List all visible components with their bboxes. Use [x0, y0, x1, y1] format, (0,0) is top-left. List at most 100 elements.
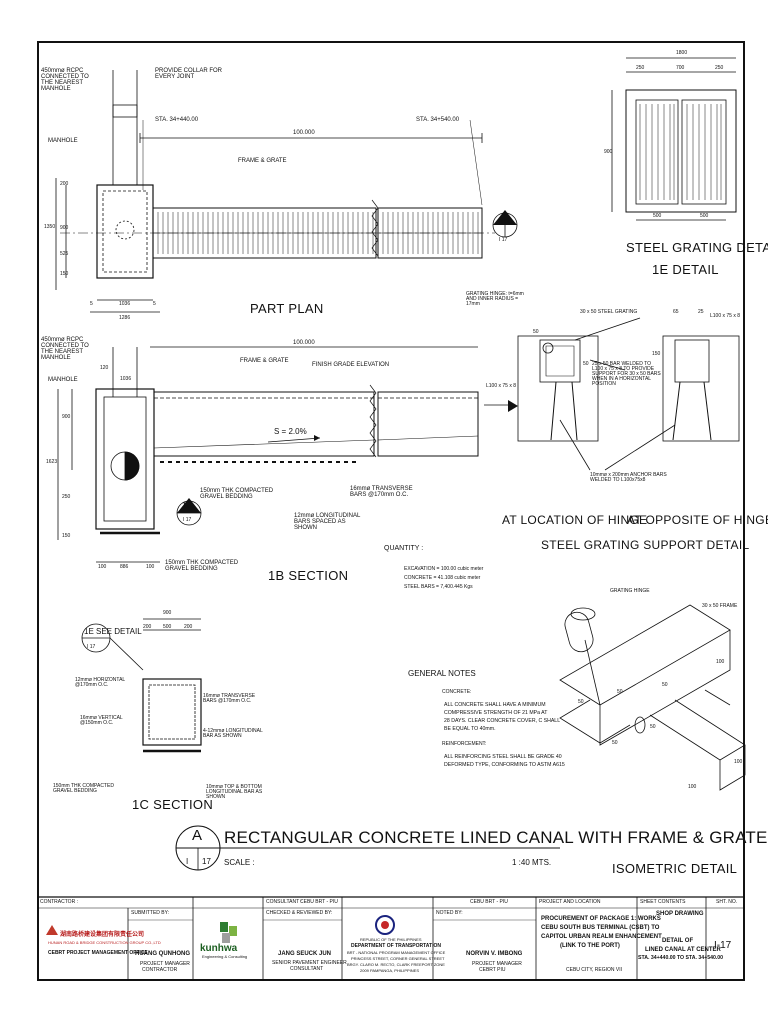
tb-checked-name: JANG SEUCK JUN [278, 951, 332, 957]
tb-noted-role-1: PROJECT MANAGER [472, 961, 522, 967]
title-block-grid [37, 896, 745, 981]
plan-dim-length: 100.000 [293, 130, 315, 136]
tb-project-line-2: CEBU SOUTH BUS TERMINAL (CSBT) TO [541, 925, 660, 931]
tb-sheet-no: I-17 [714, 940, 732, 951]
section-1b-linework [57, 346, 518, 563]
sec1c-dim-900: 900 [163, 610, 172, 616]
tb-consultant-logo-sub: Engineering & Consulting [202, 954, 248, 959]
main-title-letter: A [192, 827, 203, 844]
tb-contents-line-2: LINED CANAL AT CENTER [645, 947, 721, 953]
iso-dim-4: 100 [716, 659, 725, 665]
tb-submitted-role-1: PROJECT MANAGER [140, 961, 190, 967]
tb-checked-role-2: CONSULTANT [290, 966, 324, 972]
sec1c-callout-horizontal: 12mmø HORIZONTAL @170mm O.C. [75, 677, 126, 688]
tb-dotr-line-6: 2009 PAMPANGA, PHILIPPINES [360, 968, 419, 973]
steel-grating-linework [611, 57, 737, 221]
support-dim-150: 150 [652, 351, 661, 357]
sec1b-dim-886: 886 [120, 564, 129, 570]
tb-contractor-name-cn: 湖南路桥建设集团有限责任公司 [60, 932, 145, 938]
support-dim-50b: 50 [583, 361, 589, 367]
sec1b-slope: S = 2.0% [274, 427, 307, 436]
steel-grating-title: STEEL GRATING DETAIL [626, 240, 768, 255]
tb-project-line-3: CAPITOL URBAN REALM ENHANCEMENT [541, 934, 662, 940]
tb-consultant-unit: CEBU BRT - PIU [300, 899, 338, 905]
quantity-concrete: CONCRETE = 41.108 cubic meter [404, 575, 481, 581]
sec1b-dim-900: 900 [62, 414, 71, 420]
tb-noted-role-2: CEBRT PIU [479, 967, 506, 973]
sec1c-see-detail: 1E SEE DETAIL [84, 627, 142, 636]
notes-reinf-heading: REINFORCEMENT: [442, 741, 487, 747]
grating-dim-250b: 250 [715, 65, 724, 71]
quantity-excavation: EXCAVATION = 100.00 cubic meter [404, 566, 484, 572]
support-callout-hinge: GRATING HINGE: t=6mm AND INNER RADIUS = … [466, 291, 524, 307]
grating-dim-500b: 500 [700, 213, 709, 219]
sec1c-callout-longitudinal: 4-12mmø LONGITUDINAL BAR AS SHOWN [203, 728, 263, 739]
support-detail-linework [517, 317, 740, 471]
plan-callout-sta-end: STA. 34+540.00 [416, 117, 460, 123]
support-callout-angle-left: L100 x 75 x 8 [486, 383, 517, 389]
tb-submitted-name: HUANG QUNHONG [135, 951, 190, 957]
tb-project-location: CEBU CITY, REGION VII [566, 967, 623, 973]
main-title-sheet-a: I [186, 857, 189, 866]
logo-shapes [46, 915, 395, 943]
part-plan-linework [55, 70, 518, 313]
notes-title: GENERAL NOTES [408, 669, 476, 678]
grating-dim-900: 900 [604, 149, 613, 155]
steel-grating-subtitle: 1E DETAIL [652, 262, 719, 277]
support-callout-anchor: 10mmø x 200mm ANCHOR BARS WELDED TO L100… [590, 472, 667, 483]
tb-contractor-name-en: HUNAN ROAD & BRIDGE CONSTRUCTION GROUP C… [48, 940, 161, 945]
support-dim-25: 25 [698, 309, 704, 315]
main-title-linework [175, 825, 560, 871]
iso-dim-2: 50 [662, 682, 668, 688]
tb-checked-label: CHECKED & REVIEWED BY: [266, 910, 333, 916]
grating-dim-250a: 250 [636, 65, 645, 71]
plan-callout-sta-start: STA. 34+440.00 [155, 117, 199, 123]
tb-submitted-role-2: CONTRACTOR [142, 967, 178, 973]
sec1b-callout-gravel-1: 150mm THK COMPACTED GRAVEL BEDDING [200, 488, 274, 500]
tb-contents-line-1: DETAIL OF [662, 938, 694, 944]
sec1b-callout-transverse: 16mmø TRANSVERSE BARS @170mm O.C. [350, 486, 413, 498]
tb-contents-label: SHEET CONTENTS [640, 899, 686, 905]
tb-contents-type: SHOP DRAWING [656, 911, 704, 917]
sec1b-callout-frame: FRAME & GRATE [240, 358, 289, 364]
tb-submitted-label: SUBMITTED BY: [131, 910, 170, 916]
tb-dotr-line-2: DEPARTMENT OF TRANSPORTATION [351, 943, 441, 949]
sec1c-see-sheet: I 17 [87, 644, 96, 650]
sec1c-callout-vertical: 16mmø VERTICAL @150mm O.C. [80, 715, 123, 726]
part-plan-title: PART PLAN [250, 301, 324, 316]
iso-dim-7: 50 [578, 699, 584, 705]
tb-dotr-line-5: BRGY. CLARO M. RECTO, CLARK FREEPORT ZON… [347, 962, 445, 967]
support-title-opposite: AT OPPOSITE OF HINGE [627, 513, 768, 527]
sec1c-callout-gravel: 150mm THK COMPACTED GRAVEL BEDDING [53, 783, 114, 794]
grating-dim-1800: 1800 [676, 50, 688, 56]
plan-callout-manhole: MANHOLE [48, 138, 78, 144]
tb-noted-unit: CEBU BRT - PIU [470, 899, 508, 905]
tb-contents-line-3: STA. 34+440.00 TO STA. 34+540.00 [638, 955, 724, 961]
plan-dim-1286: 1286 [119, 315, 131, 321]
main-title-scale-value: 1 :40 MTS. [512, 858, 552, 867]
sec1c-callout-topbottom: 10mmø TOP & BOTTOM LONGITUDINAL BAR AS S… [206, 784, 263, 800]
support-callout-angle-right: L100 x 75 x 8 [710, 313, 741, 319]
support-dim-65: 65 [673, 309, 679, 315]
support-title-main: STEEL GRATING SUPPORT DETAIL [541, 538, 750, 552]
drawing-sheet-border [37, 41, 745, 981]
plan-callout-collar: PROVIDE COLLAR FOR EVERY JOINT [155, 68, 223, 80]
notes-concrete-2: COMPRESSIVE STRENGTH OF 21 MPa AT [444, 710, 548, 716]
plan-dim-5a: 5 [90, 301, 93, 307]
quantity-title: QUANTITY : [384, 545, 424, 552]
sec1b-callout-fge: FINISH GRADE ELEVATION [312, 362, 390, 368]
tb-project-label: PROJECT AND LOCATION [539, 899, 601, 905]
grating-dim-500a: 500 [653, 213, 662, 219]
tb-dotr-line-4: PRINCESS STREET, CORNER GENERAL STREET [351, 956, 445, 961]
plan-callout-frame: FRAME & GRATE [238, 158, 287, 164]
plan-dim-900: 900 [60, 225, 69, 231]
plan-dim-150: 150 [60, 271, 69, 277]
tb-project-line-1: PROCUREMENT OF PACKAGE 1: WORKS [541, 916, 661, 922]
sec1c-dim-500: 500 [163, 624, 172, 630]
sec1b-dim-120: 120 [100, 365, 109, 371]
plan-section-mark: 1B [499, 217, 511, 227]
iso-dim-8: 50 [650, 724, 656, 730]
sec1b-section-mark: 1C [182, 501, 193, 510]
sec1b-callout-longitudinal: 12mmø LONGITUDINAL BARS SPACED AS SHOWN [294, 513, 361, 531]
